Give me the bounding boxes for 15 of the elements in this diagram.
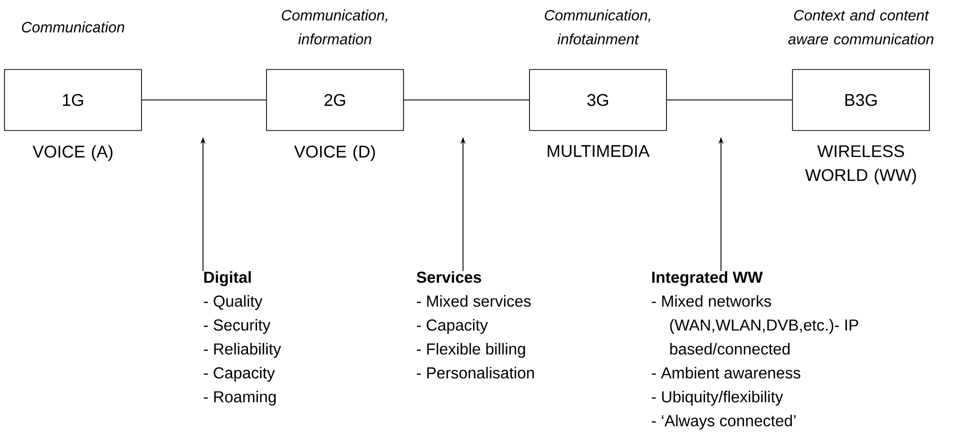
technology-label: MULTIMEDIA xyxy=(548,145,650,157)
technology-label: VOICE (D) xyxy=(294,145,375,161)
feature-list: Digital - Quality - Security - Reliability - Capacity - Roaming xyxy=(204,271,282,406)
feature-list: Services - Mixed services - Capacity - Flexible billing - Personalisation xyxy=(416,271,534,379)
generation-box: 3G xyxy=(529,69,667,131)
description-text: Context and content aware communication xyxy=(788,10,934,44)
generation-box: B3G xyxy=(792,69,930,131)
generation-box: 2G xyxy=(266,69,404,131)
feature-list: Integrated WW - Mixed networks (WAN,WLAN,DVB,etc.)- IP based/connected - Ambient awareness - Ubiquity/flexibility - ‘Always connected’ xyxy=(652,271,858,430)
description-text: Communication, information xyxy=(282,10,388,44)
description-text: Communication, infotainment xyxy=(544,10,650,44)
technology-label: WIRELESS WORLD (WW) xyxy=(805,145,916,184)
description-text: Communication xyxy=(22,22,124,32)
technology-label: VOICE (A) xyxy=(32,145,112,161)
generation-box: 1G xyxy=(4,69,142,131)
